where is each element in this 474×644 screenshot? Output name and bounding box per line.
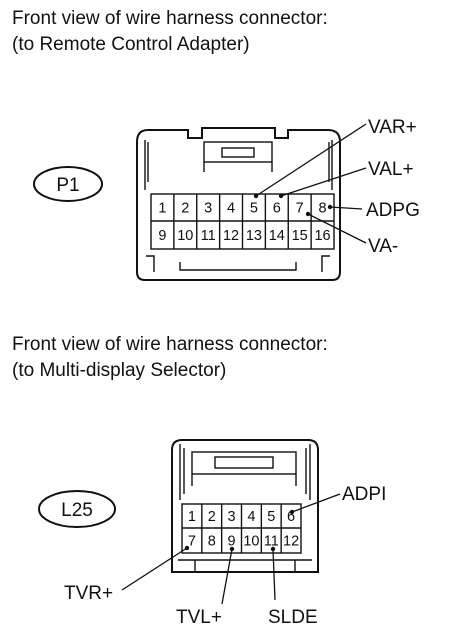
caption-multi-display-selector: Front view of wire harness connector: (t… xyxy=(12,332,328,384)
caption-line-2: (to Remote Control Adapter) xyxy=(12,34,250,55)
caption-line-2: (to Multi-display Selector) xyxy=(12,360,227,381)
lead-var-plus xyxy=(255,123,367,197)
caption-line-1: Front view of wire harness connector: xyxy=(12,334,328,355)
pin-number: 1 xyxy=(188,509,196,525)
lead-adpi xyxy=(291,493,341,513)
connector-latch xyxy=(191,451,297,475)
pin-number: 10 xyxy=(243,534,259,550)
pin-row-2: 9 10 11 12 13 14 15 16 xyxy=(158,221,331,249)
terminal-label-var-plus: VAR+ xyxy=(368,117,417,138)
connector-bottom-key xyxy=(178,559,312,572)
lead-va-minus xyxy=(307,213,367,244)
pin-number: 8 xyxy=(319,201,327,217)
terminal-label-val-plus: VAL+ xyxy=(368,159,414,180)
connector-id-label: P1 xyxy=(56,175,79,196)
pin-number: 12 xyxy=(223,228,239,244)
pin-number: 11 xyxy=(264,534,279,550)
pin-number: 5 xyxy=(250,201,258,217)
lead-dot xyxy=(270,546,276,552)
connector-latch xyxy=(203,141,273,163)
pin-number: 3 xyxy=(228,509,236,525)
connector-housing xyxy=(136,127,341,281)
pin-number: 5 xyxy=(267,509,275,525)
connector-id-oval xyxy=(33,166,103,202)
lead-dot xyxy=(305,211,311,217)
lead-dot xyxy=(253,193,259,199)
pin-number: 6 xyxy=(287,509,295,525)
connector-id-label: L25 xyxy=(61,500,93,521)
lead-dot xyxy=(327,204,333,210)
pin-number: 7 xyxy=(188,534,196,550)
pin-number: 4 xyxy=(227,201,235,217)
connector-latch-inner xyxy=(221,147,255,158)
connector-bottom-key xyxy=(179,262,297,271)
connector-inner-wall xyxy=(144,140,333,190)
terminal-label-va-minus: VA- xyxy=(368,236,398,257)
lead-slde xyxy=(272,548,276,601)
pin-number: 9 xyxy=(158,228,166,244)
pin-number: 9 xyxy=(228,534,236,550)
pin-number: 8 xyxy=(208,534,216,550)
connector-latch-inner xyxy=(214,456,274,469)
pin-number: 15 xyxy=(292,228,308,244)
pin-number: 11 xyxy=(201,228,216,244)
terminal-label-tvl-plus: TVL+ xyxy=(176,607,222,628)
lead-tvr-plus xyxy=(121,547,188,591)
terminal-label-tvr-plus: TVR+ xyxy=(64,583,113,604)
lead-tvl-plus xyxy=(221,548,233,605)
lead-val-plus xyxy=(280,167,367,197)
latch-posts xyxy=(203,162,273,172)
pin-number: 14 xyxy=(269,228,285,244)
lead-dot xyxy=(278,193,284,199)
connector-inner-wall xyxy=(179,444,311,500)
pin-number: 13 xyxy=(246,228,262,244)
pin-number: 6 xyxy=(273,201,281,217)
pin-number: 7 xyxy=(296,201,304,217)
pin-number: 16 xyxy=(314,228,330,244)
pin-number: 2 xyxy=(208,509,216,525)
pin-number: 2 xyxy=(181,201,189,217)
connector-housing xyxy=(171,439,319,573)
pin-number: 1 xyxy=(158,201,166,217)
pin-number: 10 xyxy=(177,228,193,244)
lead-adpg xyxy=(329,206,363,210)
pin-number: 12 xyxy=(283,534,299,550)
terminal-label-slde: SLDE xyxy=(268,607,318,628)
terminal-label-adpg: ADPG xyxy=(366,200,420,221)
caption-remote-control-adapter: Front view of wire harness connector: (t… xyxy=(12,6,328,58)
connector-bottom-feet xyxy=(146,255,330,272)
pin-number: 3 xyxy=(204,201,212,217)
pin-number: 4 xyxy=(247,509,255,525)
terminal-label-adpi: ADPI xyxy=(342,484,386,505)
lead-dot xyxy=(184,545,190,551)
lead-dot xyxy=(229,546,235,552)
caption-line-1: Front view of wire harness connector: xyxy=(12,8,328,29)
latch-posts xyxy=(191,474,297,486)
lead-dot xyxy=(289,509,295,515)
connector-id-oval xyxy=(38,490,116,528)
